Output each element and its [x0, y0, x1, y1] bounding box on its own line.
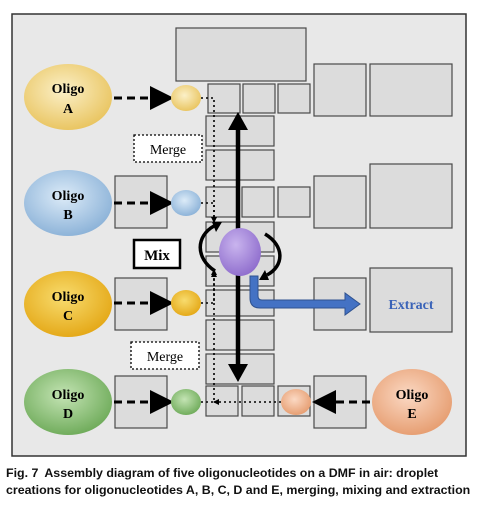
svg-text:Oligo: Oligo — [52, 189, 85, 204]
oligo-b: Oligo B — [24, 170, 112, 236]
electrode — [277, 83, 311, 114]
mix-droplet — [219, 228, 261, 276]
merge-paths — [201, 97, 281, 405]
merge-box-top — [133, 134, 203, 163]
merge-label-bottom: Merge — [147, 350, 183, 365]
svg-text:D: D — [63, 407, 73, 422]
merge-label-top: Merge — [150, 143, 186, 158]
electrode — [241, 385, 275, 417]
oligo-e: Oligo E — [372, 369, 452, 435]
svg-text:C: C — [63, 309, 73, 324]
electrode — [242, 83, 276, 114]
mix-rotation-arrows — [198, 222, 282, 280]
svg-text:E: E — [407, 407, 416, 422]
mix-label: Mix — [144, 248, 170, 264]
electrode — [207, 83, 241, 114]
droplet-c — [171, 290, 201, 316]
electrode — [277, 186, 311, 218]
electrode-right-reservoir-a — [313, 63, 367, 117]
svg-text:A: A — [63, 102, 74, 117]
electrode-right-reservoir-b — [313, 175, 367, 229]
dispense-arrows — [114, 86, 370, 414]
droplet-d — [171, 389, 201, 415]
dmf-assembly-diagram: Oligo A Oligo B Oligo C Oligo D Oligo E — [11, 13, 467, 457]
svg-text:B: B — [63, 208, 72, 223]
electrode — [205, 385, 239, 417]
extract-arrow — [249, 275, 361, 316]
droplet-a — [171, 85, 201, 111]
electrode — [205, 186, 239, 218]
svg-text:Oligo: Oligo — [52, 388, 85, 403]
electrode-extract-reservoir — [369, 267, 453, 333]
svg-text:Oligo: Oligo — [52, 290, 85, 305]
svg-text:Oligo: Oligo — [52, 82, 85, 97]
mix-box — [132, 238, 182, 270]
oligo-d: Oligo D — [24, 369, 112, 435]
electrode-top-reservoir — [175, 27, 307, 82]
extract-label: Extract — [388, 298, 433, 313]
droplet-b — [171, 190, 201, 216]
electrode-right-reservoir-b-large — [369, 163, 453, 229]
caption-text: Assembly diagram of five oligonucleotide… — [6, 466, 471, 497]
electrode-right-reservoir-a-large — [369, 63, 453, 117]
droplet-e — [281, 389, 311, 415]
oligo-c: Oligo C — [24, 271, 112, 337]
oligo-a: Oligo A — [24, 64, 112, 130]
electrode-grid — [114, 27, 453, 429]
electrode — [241, 186, 275, 218]
merge-box-bottom — [130, 341, 200, 370]
figure-label: Fig. 7 — [6, 466, 39, 480]
svg-text:Oligo: Oligo — [396, 388, 429, 403]
